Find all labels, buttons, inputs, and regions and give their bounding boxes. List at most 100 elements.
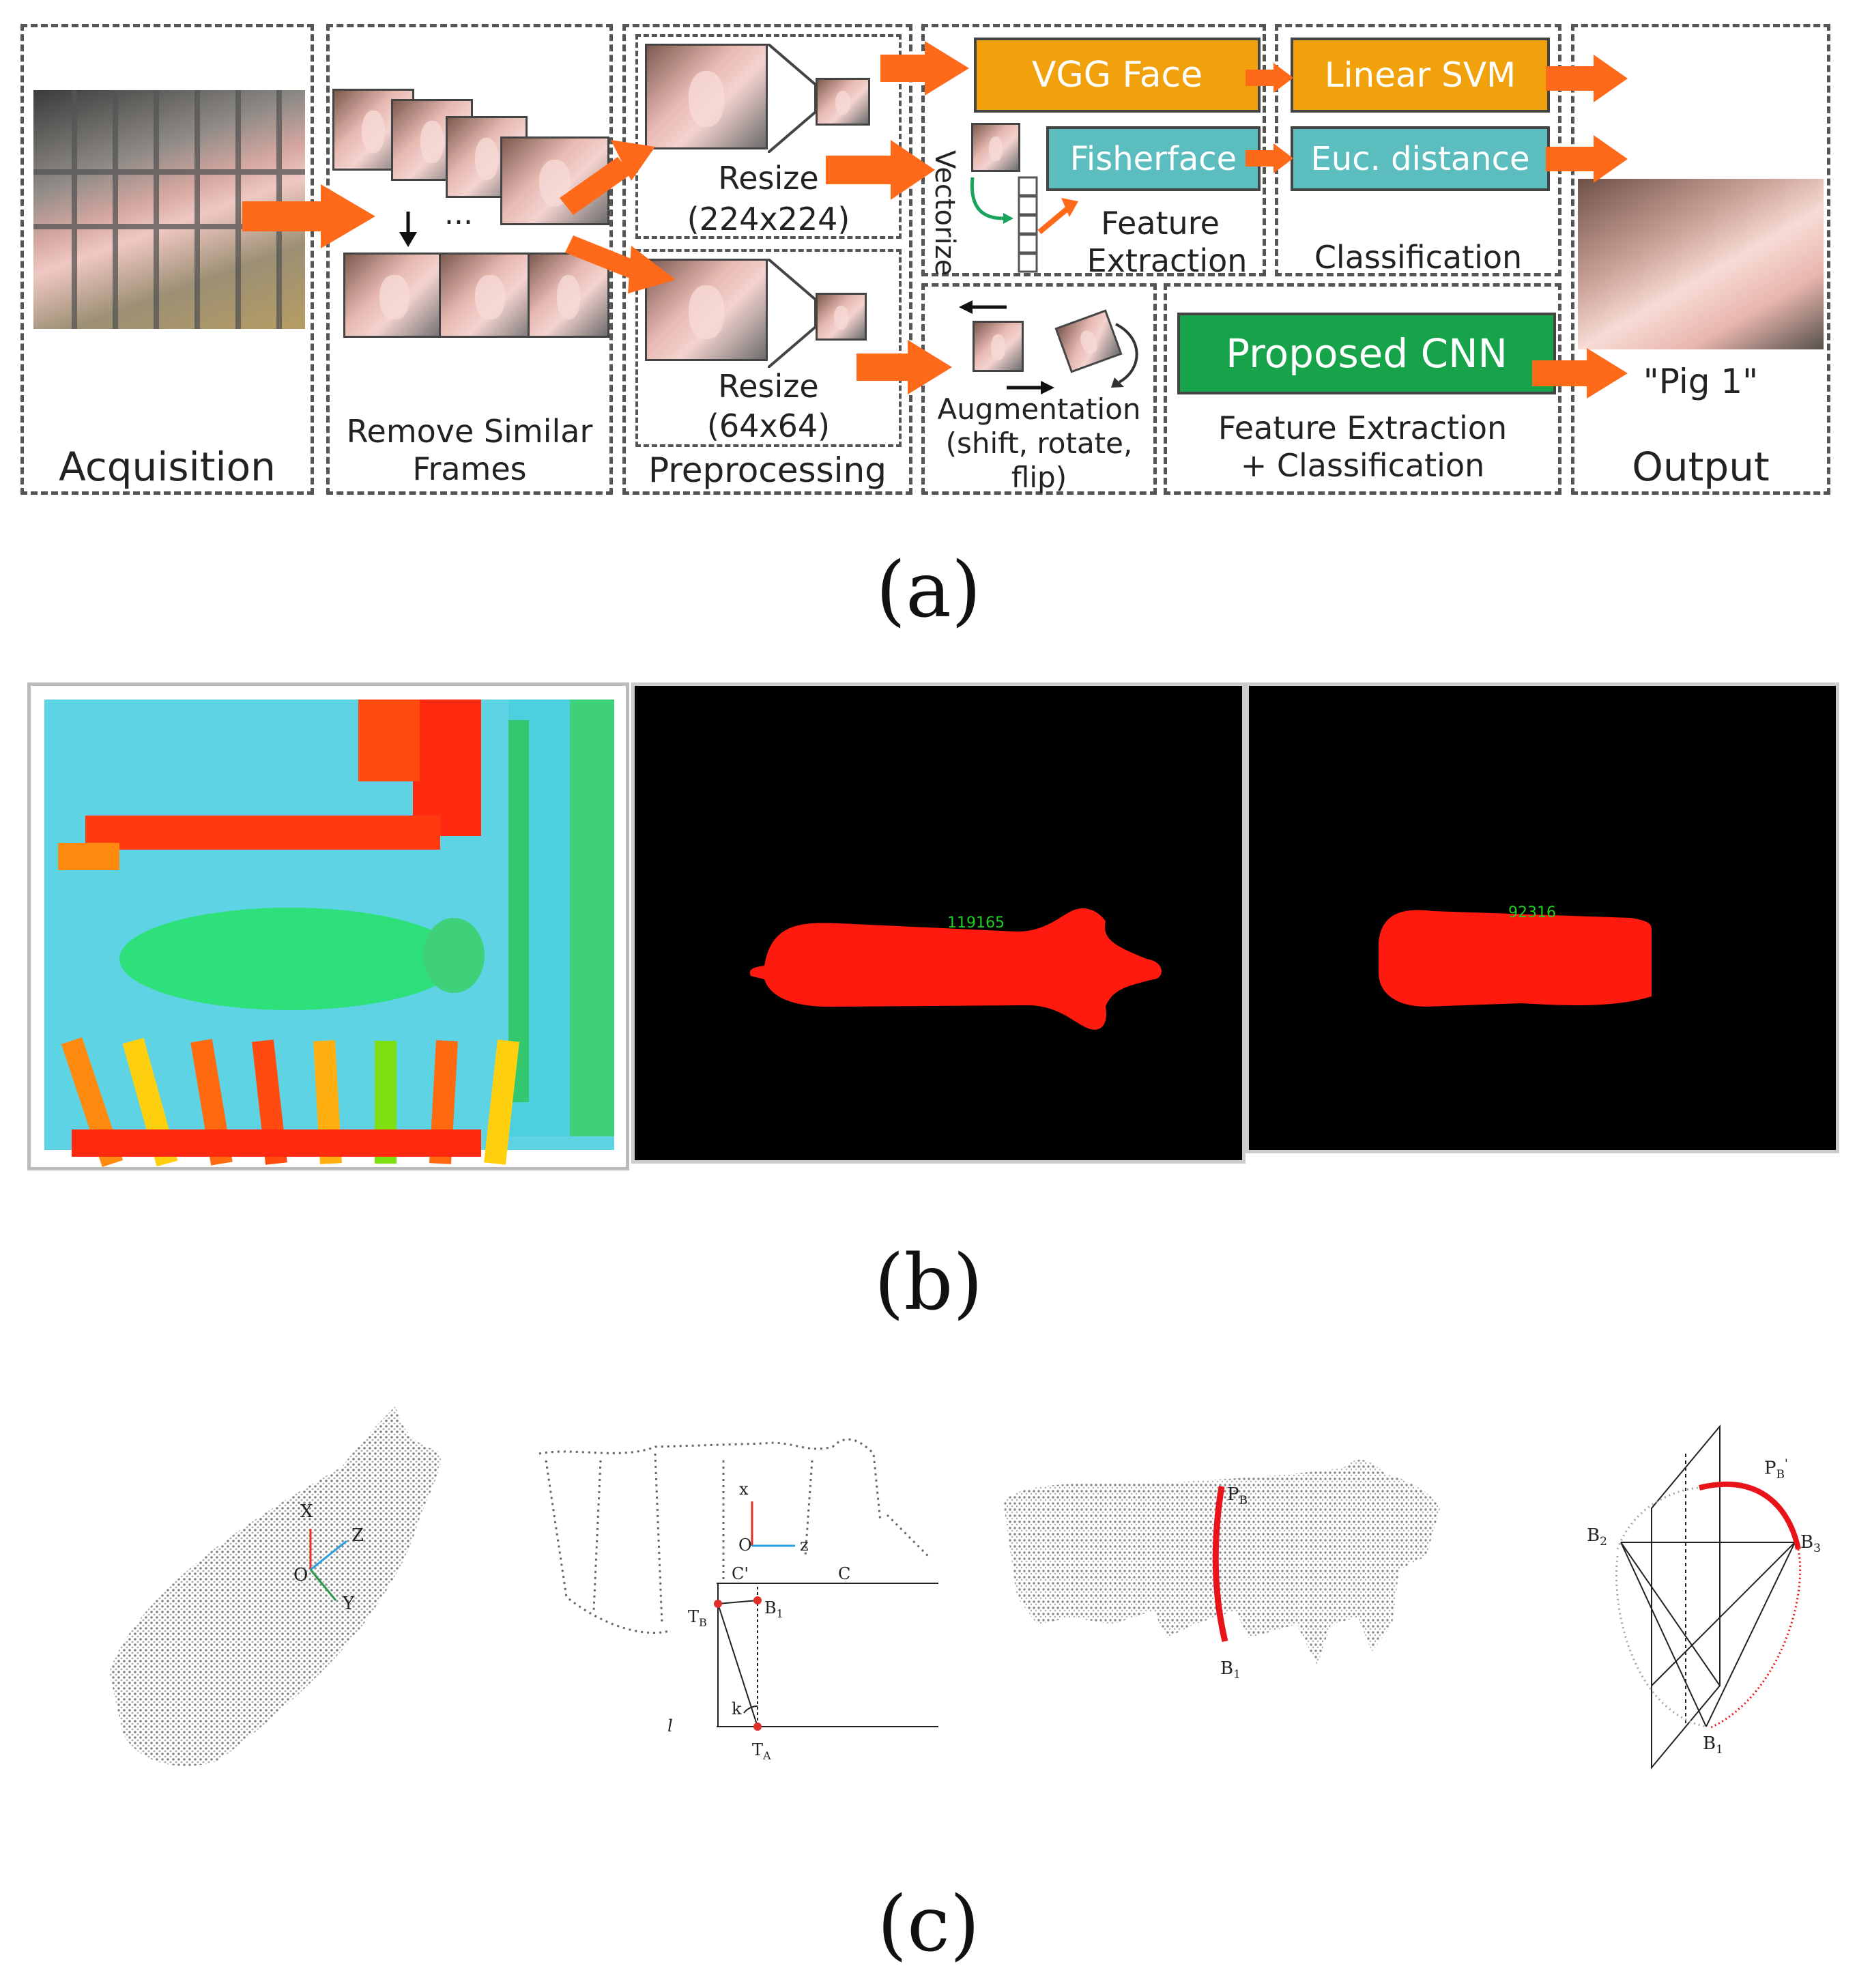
frames-label: Frames [412, 450, 527, 487]
depth-image [27, 682, 629, 1170]
caption-b: (b) [874, 1239, 983, 1327]
tb-label: TB [688, 1607, 707, 1629]
caption-c: (c) [877, 1880, 980, 1969]
axis-z-label: Z [351, 1525, 364, 1546]
cross-section: PB' B2 B3 B1 [1587, 1413, 1843, 1795]
depth-map-graphic [44, 700, 614, 1168]
contour-geometry: x O z C' C TB B1 k l TA [519, 1420, 942, 1774]
arrow-svm-to-output [1546, 55, 1628, 102]
slice-pb-label: PB [1227, 1484, 1248, 1508]
resized-output-thumb [816, 293, 867, 341]
cross-section-graphic [1615, 1424, 1802, 1770]
point-cloud-slice: PB B1 [990, 1447, 1467, 1761]
section-b2-label: B2 [1587, 1525, 1607, 1549]
arrow-fisher-to-euc [1246, 143, 1293, 173]
augmentation-panel: Augmentation (shift, rotate, flip) [921, 283, 1157, 495]
flow-arrows [242, 41, 1628, 399]
ellipsis: ... [444, 197, 473, 231]
point-cloud-axes: X Z O Y [96, 1392, 505, 1788]
output-label: Output [1632, 444, 1770, 490]
resize-small-box: Resize (64x64) [635, 249, 902, 447]
vgg-face-box: VGG Face [974, 38, 1261, 113]
arrow-to-vgg [880, 41, 969, 96]
resize-64-line2: (64x64) [706, 407, 831, 444]
preprocessing-panel: Resize (224x224) Resize (64x64) Preproce… [622, 24, 912, 495]
segmentation-right: 92316 [1246, 682, 1839, 1153]
pig-point-cloud-graphic [109, 1406, 441, 1766]
arrow-to-resize-64 [565, 235, 676, 293]
preprocessing-label: Preprocessing [648, 450, 887, 490]
feature-extraction-panel: Vectorize VGG Face Fisherface Feature Ex… [921, 24, 1266, 279]
k-angle-label: k [732, 1699, 742, 1718]
section-b1-label: B1 [1703, 1733, 1723, 1757]
contour-x-label: x [739, 1480, 749, 1499]
arrow-to-vectorize [826, 140, 935, 200]
contour-z-label: z [800, 1536, 809, 1555]
axis-o-label: O [293, 1565, 308, 1585]
arrow-cnn-to-output [1532, 348, 1628, 399]
augmentation-graphic [959, 300, 1138, 394]
acquisition-panel: Acquisition [20, 24, 314, 495]
frame-thumb [528, 253, 609, 338]
l-line-label: l [667, 1716, 673, 1735]
cnn-caption-line1: Feature Extraction [1218, 409, 1508, 446]
vectorize-thumb [971, 123, 1020, 172]
b1-label: B1 [764, 1598, 783, 1620]
classification-label: Classification [1314, 239, 1523, 276]
augmentation-line3: flip) [1011, 461, 1067, 494]
arrow-to-augmentation [856, 340, 952, 394]
output-panel: "Pig 1" Output [1571, 24, 1830, 495]
caption-a: (a) [876, 546, 981, 635]
augmentation-line2: (shift, rotate, [945, 427, 1133, 460]
c-label: C [838, 1564, 851, 1583]
slice-b1-label: B1 [1220, 1658, 1241, 1682]
cnn-panel: Proposed CNN Feature Extraction + Classi… [1164, 283, 1561, 495]
frame-thumb [500, 136, 609, 225]
axis-y-label: Y [343, 1594, 355, 1614]
pixel-count-right: 92316 [1508, 904, 1556, 921]
resize-224-line1: Resize [718, 160, 819, 197]
pig-mask-graphic [749, 908, 1162, 1030]
euc-distance-box: Euc. distance [1291, 126, 1550, 191]
side-point-cloud-graphic [1003, 1460, 1440, 1665]
feature-label: Feature [1101, 205, 1220, 242]
acquisition-label: Acquisition [59, 444, 276, 490]
arrow-vgg-to-svm [1246, 63, 1293, 93]
resize-224-line2: (224x224) [687, 201, 850, 237]
barn-photo [33, 90, 305, 329]
resized-output-thumb [816, 78, 870, 126]
resize-64-line1: Resize [718, 368, 819, 405]
fisherface-box: Fisherface [1046, 126, 1261, 191]
classification-panel: Linear SVM Euc. distance Classification [1275, 24, 1561, 276]
down-arrow-frames [399, 212, 417, 247]
proposed-cnn-box: Proposed CNN [1177, 313, 1556, 394]
resize-large-box: Resize (224x224) [635, 34, 902, 239]
augmentation-line1: Augmentation [937, 392, 1141, 426]
resized-224-thumb [645, 44, 768, 149]
ta-label: TA [752, 1740, 771, 1762]
contour-o-label: O [738, 1536, 752, 1555]
output-pig-photo [1578, 179, 1824, 349]
remove-similar-label: Remove Similar [346, 413, 593, 450]
frame-thumb [343, 253, 446, 338]
pixel-count-left: 119165 [947, 914, 1005, 932]
contour-lines-graphic [538, 1438, 938, 1731]
cnn-caption-line2: + Classification [1240, 447, 1485, 484]
axis-x-label: X [300, 1501, 313, 1522]
segmentation-left: 119165 [631, 682, 1246, 1164]
resized-64-thumb [645, 259, 768, 361]
pig-body-mask-graphic [1379, 910, 1652, 1007]
augmented-thumb [973, 321, 1024, 372]
vector-cells-graphic [970, 176, 1078, 273]
arrow-euc-to-output [1546, 135, 1628, 183]
c-prime-label: C' [732, 1564, 749, 1583]
output-prediction: "Pig 1" [1643, 362, 1759, 401]
arrow-to-resize-224 [560, 140, 655, 215]
linear-svm-box: Linear SVM [1291, 38, 1550, 113]
arrow-acquisition-to-frames [242, 184, 375, 248]
extraction-label: Extraction [1086, 242, 1248, 279]
section-pb-label: PB' [1764, 1457, 1788, 1482]
section-b3-label: B3 [1800, 1532, 1821, 1556]
frame-thumb [439, 253, 541, 338]
